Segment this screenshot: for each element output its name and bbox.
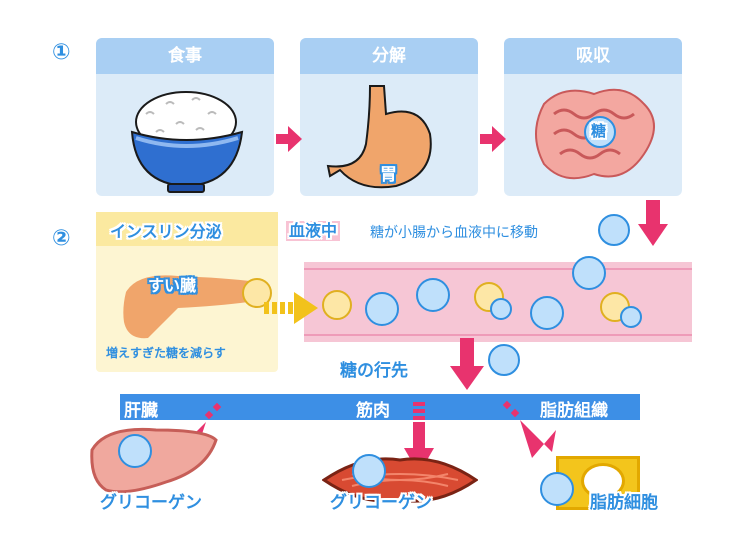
sugar-molecule <box>352 454 386 488</box>
sugar-molecule <box>488 344 520 376</box>
insulin-molecule <box>322 290 352 320</box>
insulin-note: 増えすぎた糖を減らす <box>106 346 226 360</box>
destination-fat-tissue: 脂肪組織 <box>540 401 608 421</box>
meal-title: 食事 <box>96 38 274 74</box>
sugar-molecule <box>490 298 512 320</box>
insulin-molecule <box>474 282 504 312</box>
insulin-title: インスリン分泌 <box>110 222 222 241</box>
arrow-down-right-icon <box>502 400 556 458</box>
rice-bowl-icon <box>130 91 244 193</box>
fat-cell-label: 脂肪細胞 <box>590 493 658 513</box>
sugar-molecule <box>118 434 152 468</box>
fat-cell-icon <box>556 456 640 510</box>
sugar-molecule <box>530 296 564 330</box>
arrow-down-icon <box>450 338 484 390</box>
arrow-down-icon <box>638 200 668 246</box>
arrow-right-icon <box>276 126 302 152</box>
liver-glycogen: グリコーゲン <box>100 493 202 513</box>
digestion-panel: 分解 胃 <box>300 38 478 196</box>
pancreas-icon <box>123 275 260 339</box>
stomach-icon <box>326 85 432 189</box>
pancreas-label: すい臓 <box>148 276 197 295</box>
sugar-molecule <box>620 306 642 328</box>
sugar-molecule <box>584 116 616 148</box>
digestion-title: 分解 <box>300 38 478 74</box>
absorb-note: 糖が小腸から血液中に移動 <box>370 225 538 241</box>
arrow-right-icon <box>480 126 506 152</box>
sugar-molecule <box>540 472 574 506</box>
sugar-molecule <box>365 292 399 326</box>
muscle-glycogen: グリコーゲン <box>330 493 432 513</box>
step-1-number: ① <box>52 40 71 65</box>
absorption-panel: 吸収 糖 小腸 <box>504 38 682 196</box>
insulin-arrow-icon <box>264 292 318 324</box>
meal-panel: 食事 <box>96 38 274 196</box>
destination-muscle: 筋肉 <box>356 401 390 421</box>
blood-label: 血液中 <box>289 221 338 240</box>
insulin-head <box>96 212 278 246</box>
sugar-molecule <box>572 256 606 290</box>
step-2-number: ② <box>52 226 71 251</box>
destination-label: 糖の行先 <box>340 361 408 381</box>
blood-label-box: 血液中 <box>286 221 341 241</box>
absorption-title: 吸収 <box>504 38 682 74</box>
destination-liver: 肝臓 <box>124 401 158 421</box>
sugar-label: 糖 <box>591 122 607 140</box>
sugar-molecule <box>416 278 450 312</box>
stomach-label: 胃 <box>380 165 397 185</box>
insulin-panel: インスリン分泌 すい臓 増えすぎた糖を減らす <box>96 212 278 372</box>
sugar-molecule <box>598 214 630 246</box>
